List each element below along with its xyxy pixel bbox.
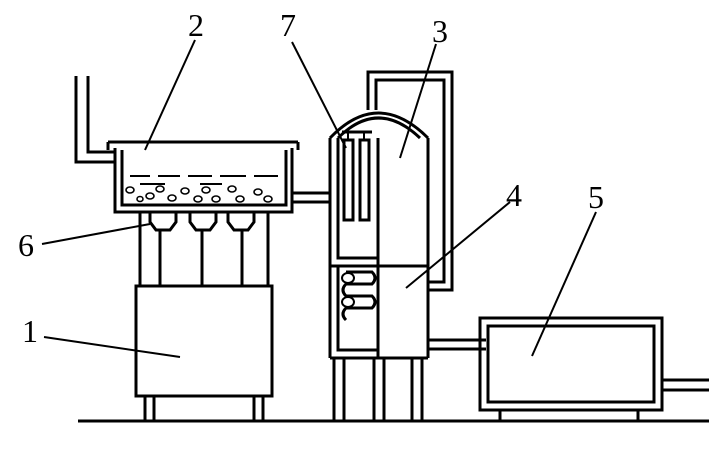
label-1: 1 [22,313,38,349]
leader-5 [531,211,597,357]
leader-2 [144,39,196,151]
label-7: 7 [280,7,296,43]
label-4: 4 [506,177,522,213]
unit-5 [478,316,709,423]
label-2: 2 [188,7,204,43]
loop-pipe-inner [374,78,446,284]
leader-6 [41,223,151,245]
leader-1 [43,336,181,358]
heaters-6 [148,212,256,286]
tank-2 [106,140,300,214]
label-6: 6 [18,227,34,263]
column-3-4 [328,111,430,421]
label-5: 5 [588,179,604,215]
electrode-7 [342,130,372,222]
leader-3 [399,43,437,159]
leader-4 [405,201,511,289]
loop-pipe-outer [366,70,454,292]
particles [125,185,273,203]
inlet-pipe-outer [74,76,115,164]
leader-7 [291,41,347,149]
inlet-pipe-inner [86,76,115,154]
label-3: 3 [432,13,448,49]
box-1 [134,284,274,421]
coil-condenser [341,270,377,322]
